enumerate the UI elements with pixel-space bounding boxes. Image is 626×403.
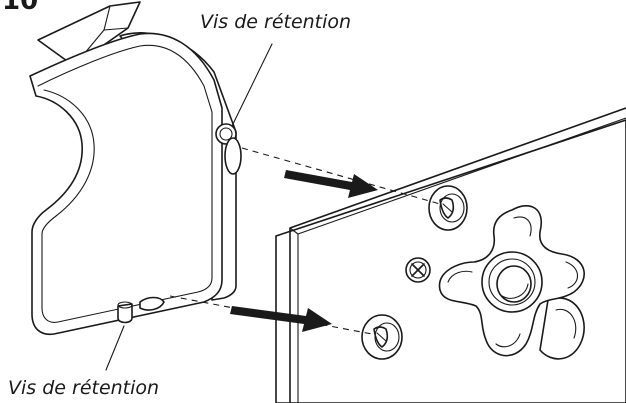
mounting-boss-upper [428, 185, 468, 231]
cover-piece [29, 1, 242, 336]
knob-icon [438, 205, 585, 360]
phillips-screw-icon [405, 257, 431, 283]
leader-line-top [231, 43, 273, 127]
alignment-line-upper [241, 147, 441, 205]
arrow-right-icon [230, 306, 332, 332]
mounting-boss-lower [361, 314, 403, 360]
leader-line-bottom [105, 325, 125, 371]
arrow-right-icon [284, 170, 378, 198]
label-top-screw: Vis de rétention [200, 11, 351, 33]
step-number: 10 [2, 0, 38, 16]
label-bottom-screw: Vis de rétention [8, 377, 159, 399]
device-panel [275, 107, 626, 403]
